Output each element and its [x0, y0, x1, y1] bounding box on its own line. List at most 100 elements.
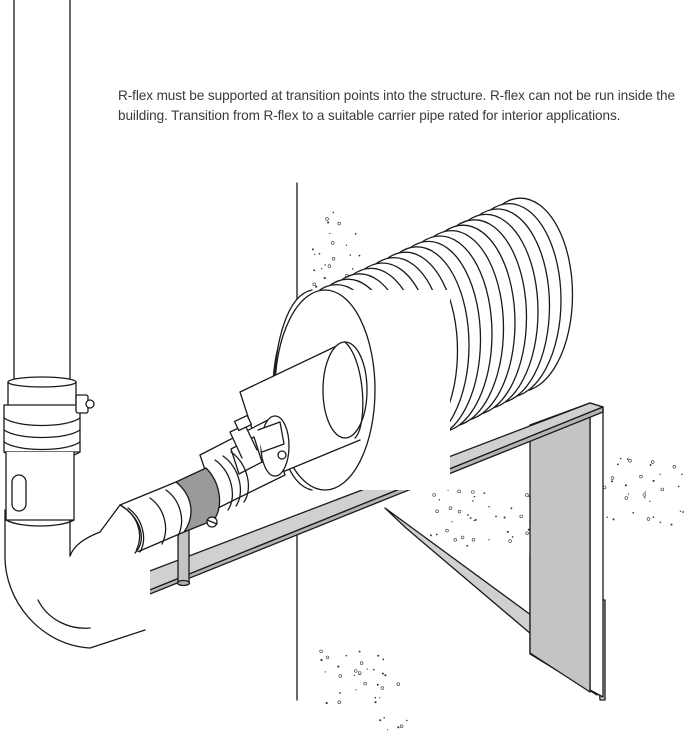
masonry-dot	[451, 521, 453, 523]
masonry-dot	[660, 487, 664, 492]
masonry-dot	[374, 696, 377, 699]
wall-bracket	[384, 402, 606, 701]
masonry-dot	[628, 459, 632, 463]
masonry-dot	[650, 460, 655, 464]
masonry-dot	[382, 658, 385, 661]
masonry-dot	[682, 511, 684, 513]
masonry-dot	[510, 507, 513, 510]
masonry-dot	[327, 221, 330, 224]
masonry-dot	[471, 490, 475, 494]
masonry-dot	[617, 463, 619, 466]
masonry-dot	[376, 683, 379, 686]
masonry-dot	[659, 473, 661, 475]
masonry-dot	[327, 264, 332, 268]
masonry-dot	[337, 700, 341, 704]
masonry-dot	[406, 719, 408, 722]
masonry-dot	[359, 673, 361, 676]
masonry-dot	[610, 476, 615, 480]
masonry-dot	[652, 479, 655, 482]
masonry-dot	[473, 519, 475, 522]
masonry-dot	[432, 493, 436, 497]
masonry-dot	[435, 509, 439, 513]
masonry-dot	[315, 285, 318, 288]
masonry-dot	[495, 515, 497, 518]
masonry-dot	[642, 493, 647, 497]
masonry-dot	[311, 248, 314, 251]
masonry-dot	[626, 458, 629, 460]
masonry-dot	[649, 464, 652, 466]
masonry-dot	[677, 485, 680, 488]
masonry-dot	[624, 484, 627, 487]
masonry-dot	[511, 536, 514, 538]
masonry-dot	[611, 480, 613, 483]
masonry-dot	[363, 681, 367, 686]
masonry-dot	[372, 668, 375, 671]
masonry-dot	[323, 277, 326, 280]
masonry-dot	[359, 661, 364, 665]
masonry-dot	[386, 729, 389, 731]
masonry-dot	[349, 254, 352, 256]
masonry-dot	[345, 244, 348, 246]
masonry-dot	[466, 544, 469, 547]
vertical-carrier-pipe	[13, 0, 71, 383]
masonry-dot	[324, 264, 326, 266]
masonry-dot	[627, 493, 630, 495]
masonry-dot	[331, 241, 335, 245]
masonry-dot	[339, 692, 342, 694]
masonry-dot	[525, 531, 529, 535]
masonry-dot	[325, 655, 330, 660]
masonry-dot	[313, 269, 316, 272]
masonry-dot	[435, 533, 438, 536]
masonry-dot	[399, 724, 404, 728]
masonry-dot	[312, 282, 316, 286]
masonry-dot	[353, 674, 356, 676]
masonry-dot	[467, 514, 469, 516]
masonry-dot	[383, 717, 385, 719]
masonry-dot	[525, 493, 529, 497]
masonry-dot	[624, 496, 628, 500]
masonry-dot	[644, 491, 646, 493]
masonry-dot	[379, 719, 382, 722]
masonry-dot	[471, 538, 476, 542]
masonry-dot	[469, 517, 472, 519]
masonry-dot	[324, 671, 326, 673]
pipe-coupling	[3, 376, 95, 527]
masonry-dot	[679, 510, 682, 512]
masonry-dot	[506, 530, 509, 533]
masonry-dot	[319, 649, 323, 653]
masonry-dot	[445, 528, 449, 533]
masonry-dot	[672, 465, 676, 469]
masonry-dot	[337, 665, 340, 668]
masonry-dot	[358, 650, 361, 653]
masonry-dot	[659, 521, 662, 524]
masonry-dot	[483, 492, 486, 494]
masonry-dot	[380, 686, 385, 690]
masonry-dot	[612, 518, 615, 521]
masonry-dot	[652, 516, 655, 518]
masonry-dot	[519, 514, 523, 519]
masonry-dot	[460, 535, 465, 540]
masonry-dot	[397, 726, 400, 729]
masonry-dot	[377, 654, 380, 657]
masonry-dot	[473, 495, 476, 498]
masonry-dot	[646, 517, 651, 521]
ball-valve	[199, 414, 290, 511]
masonry-dot	[457, 489, 461, 494]
masonry-dot	[619, 457, 622, 460]
masonry-dot	[318, 252, 321, 255]
masonry-dot	[337, 221, 341, 226]
masonry-dot	[354, 233, 357, 235]
masonry-dot	[488, 505, 490, 508]
masonry-dot	[606, 516, 609, 518]
masonry-dot	[355, 689, 357, 691]
masonry-dot	[457, 509, 462, 514]
masonry-dot	[381, 672, 384, 675]
masonry-dot	[384, 674, 387, 677]
caption-text: R-flex must be supported at transition p…	[118, 88, 675, 123]
masonry-dot	[681, 473, 683, 476]
masonry-dot	[670, 523, 673, 526]
masonry-dot	[396, 682, 400, 686]
masonry-dot	[325, 217, 329, 221]
